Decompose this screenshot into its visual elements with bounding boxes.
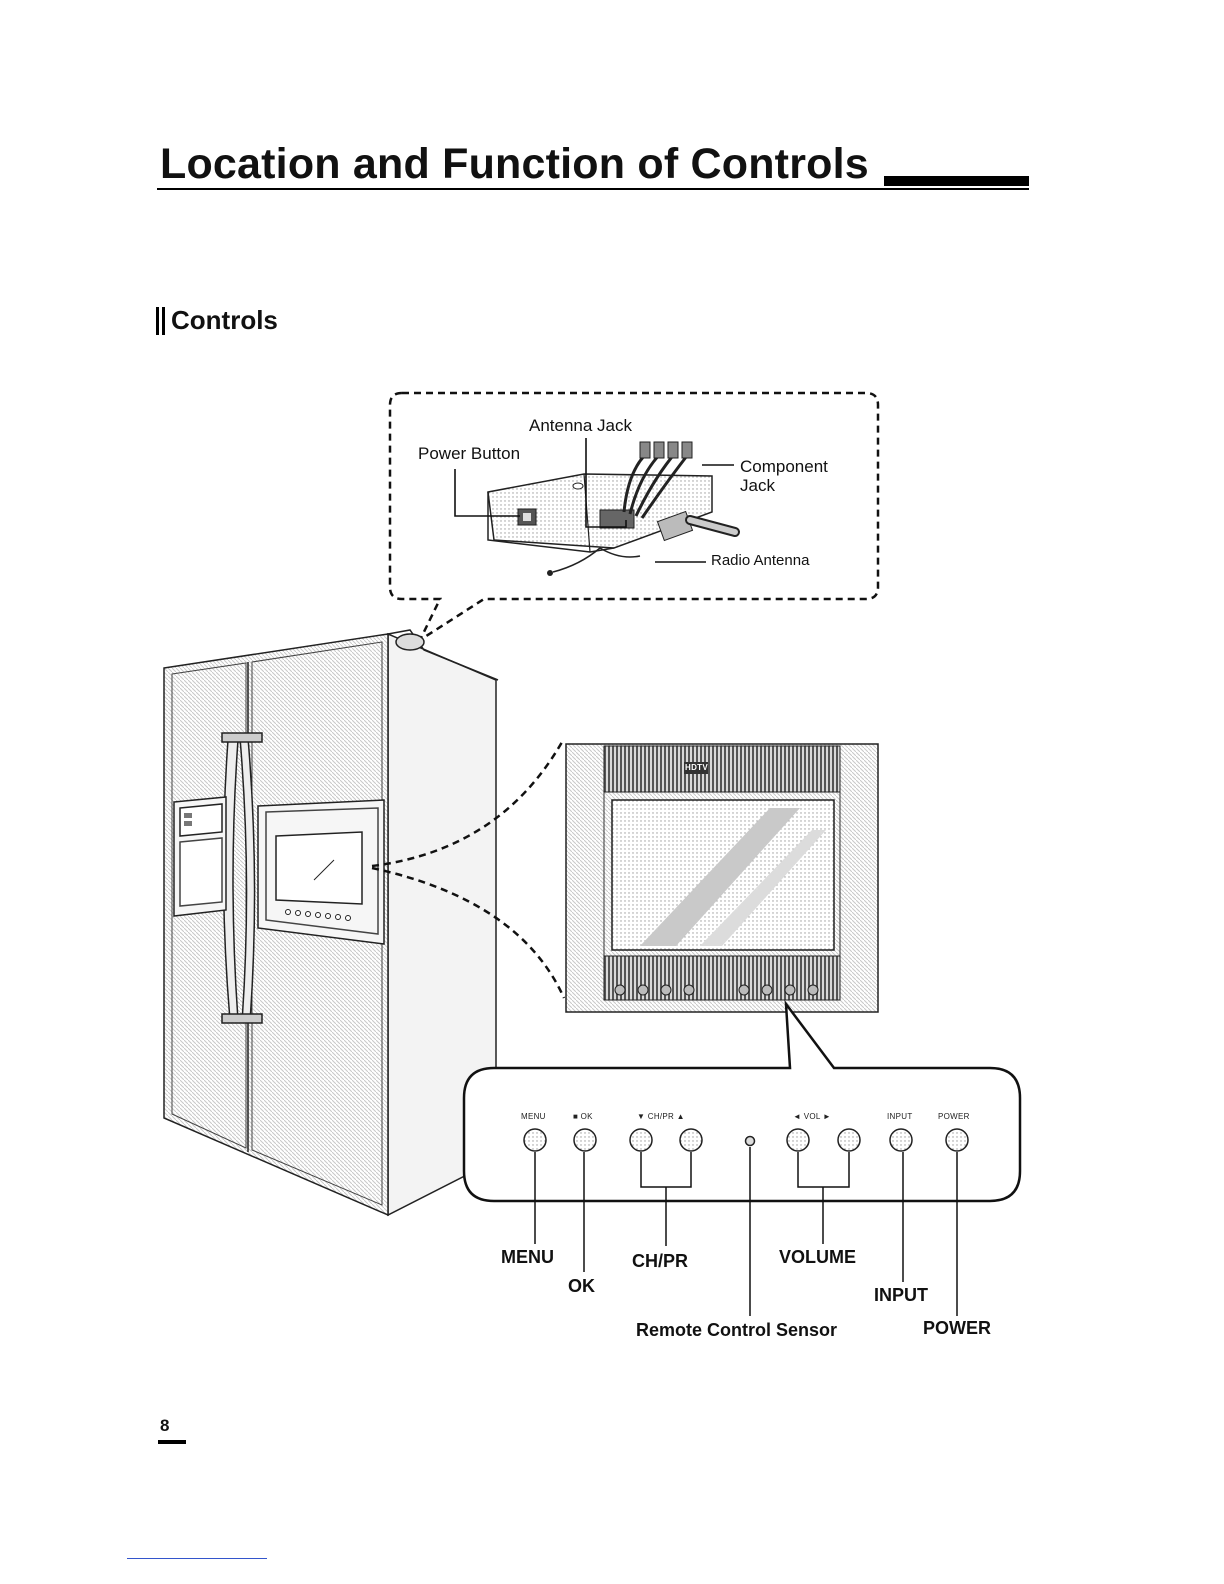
antenna-jack-label: Antenna Jack: [529, 416, 632, 436]
power-callout: POWER: [923, 1318, 991, 1339]
component-jack-label-line1: Component: [740, 457, 828, 477]
page-number: 8: [160, 1416, 169, 1436]
refrigerator-illustration: [164, 630, 498, 1215]
panel-label-input: INPUT: [887, 1112, 913, 1121]
panel-label-power: POWER: [938, 1112, 970, 1121]
bottom-link-underline: [127, 1558, 267, 1559]
tv-screen-illustration: [566, 744, 878, 1012]
chpr-callout: CH/PR: [632, 1251, 688, 1272]
panel-label-chpr: ▼ CH/PR ▲: [637, 1112, 685, 1121]
page-number-bar: [158, 1440, 186, 1444]
power-button-label: Power Button: [418, 444, 520, 464]
input-callout: INPUT: [874, 1285, 928, 1306]
control-panel-callout-bubble: [464, 1004, 1020, 1201]
rear-panel-illustration: [488, 442, 735, 576]
panel-label-ok: ■ OK: [573, 1112, 593, 1121]
panel-label-menu: MENU: [521, 1112, 546, 1121]
volume-callout: VOLUME: [779, 1247, 856, 1268]
component-jack-label-line2: Jack: [740, 476, 775, 496]
remote-sensor-callout: Remote Control Sensor: [636, 1320, 837, 1341]
menu-callout: MENU: [501, 1247, 554, 1268]
radio-antenna-label: Radio Antenna: [711, 552, 809, 569]
hdtv-logo: HDTV: [685, 763, 708, 772]
panel-label-vol: ◄ VOL ►: [793, 1112, 831, 1121]
ok-callout: OK: [568, 1276, 595, 1297]
